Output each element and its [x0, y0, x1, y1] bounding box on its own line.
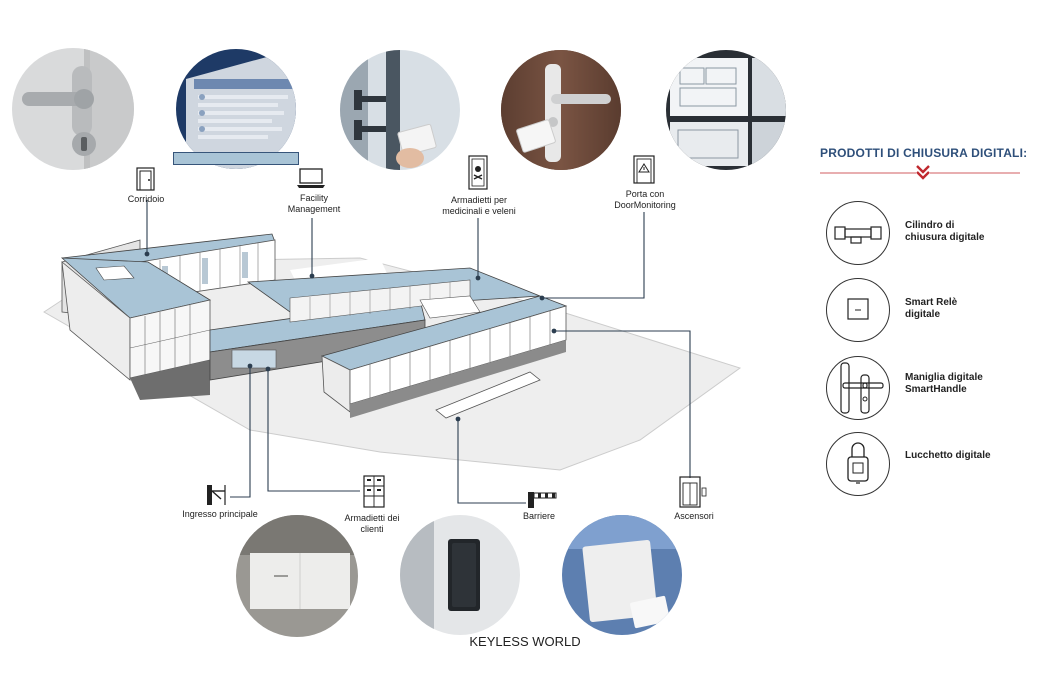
digital-padlock-icon — [847, 442, 869, 484]
product-relay-label: Smart Relè digitale — [905, 297, 958, 320]
leader-ingresso — [230, 366, 251, 498]
door-monitoring-icon — [633, 155, 655, 184]
photo-smart-relay-card — [562, 515, 682, 635]
barrier-icon — [528, 492, 557, 508]
medicine-cabinet-icon — [468, 155, 488, 190]
label-armadietti-clienti: Armadietti dei clienti — [344, 513, 400, 534]
smart-handle-icon — [840, 362, 884, 414]
lockers-icon — [363, 475, 385, 508]
facility-banner-bar — [173, 152, 299, 165]
digital-cylinder-icon — [834, 226, 882, 244]
door-icon — [136, 167, 155, 191]
label-ingresso-principale: Ingresso principale — [182, 509, 258, 519]
product-relay-circle — [826, 278, 890, 342]
side-panel-title: PRODOTTI DI CHIUSURA DIGITALI: — [820, 146, 1028, 160]
product-handle-label: Maniglia digitale SmartHandle — [905, 372, 983, 395]
product-padlock-circle — [826, 432, 890, 496]
label-barriere: Barriere — [522, 511, 555, 521]
building-illustration — [43, 200, 742, 504]
leader-porta — [542, 212, 645, 299]
label-ascensori: Ascensori — [674, 511, 714, 521]
leader-barriere — [457, 419, 526, 504]
label-corridoio: Corridoio — [127, 194, 165, 204]
side-panel-divider — [820, 165, 1020, 180]
elevator-icon — [679, 476, 707, 508]
smart-relay-icon — [847, 298, 869, 320]
photo-monitoring-screens — [666, 50, 786, 170]
product-cylinder-circle — [826, 201, 890, 265]
leader-armadietti-clienti — [267, 369, 360, 492]
label-porta-doormonitoring: Porta con DoorMonitoring — [614, 189, 676, 210]
photo-facility-screen — [176, 49, 296, 169]
photo-customer-lockers — [236, 515, 358, 637]
chevron-down-icon — [916, 165, 930, 180]
product-padlock-label: Lucchetto digitale — [905, 450, 991, 461]
turnstile-icon — [207, 485, 226, 505]
product-handle-circle — [826, 356, 890, 420]
photo-smarthandle-card — [501, 50, 621, 170]
product-cylinder-label: Cilindro di chiusura digitale — [905, 220, 985, 243]
leader-ascensori — [554, 330, 691, 478]
laptop-icon — [297, 168, 325, 188]
footer-title: KEYLESS WORLD — [469, 634, 581, 649]
label-armadietti-medicinali: Armadietti per medicinali e veleni — [442, 195, 516, 216]
label-facility-management: Facility Management — [287, 193, 341, 214]
